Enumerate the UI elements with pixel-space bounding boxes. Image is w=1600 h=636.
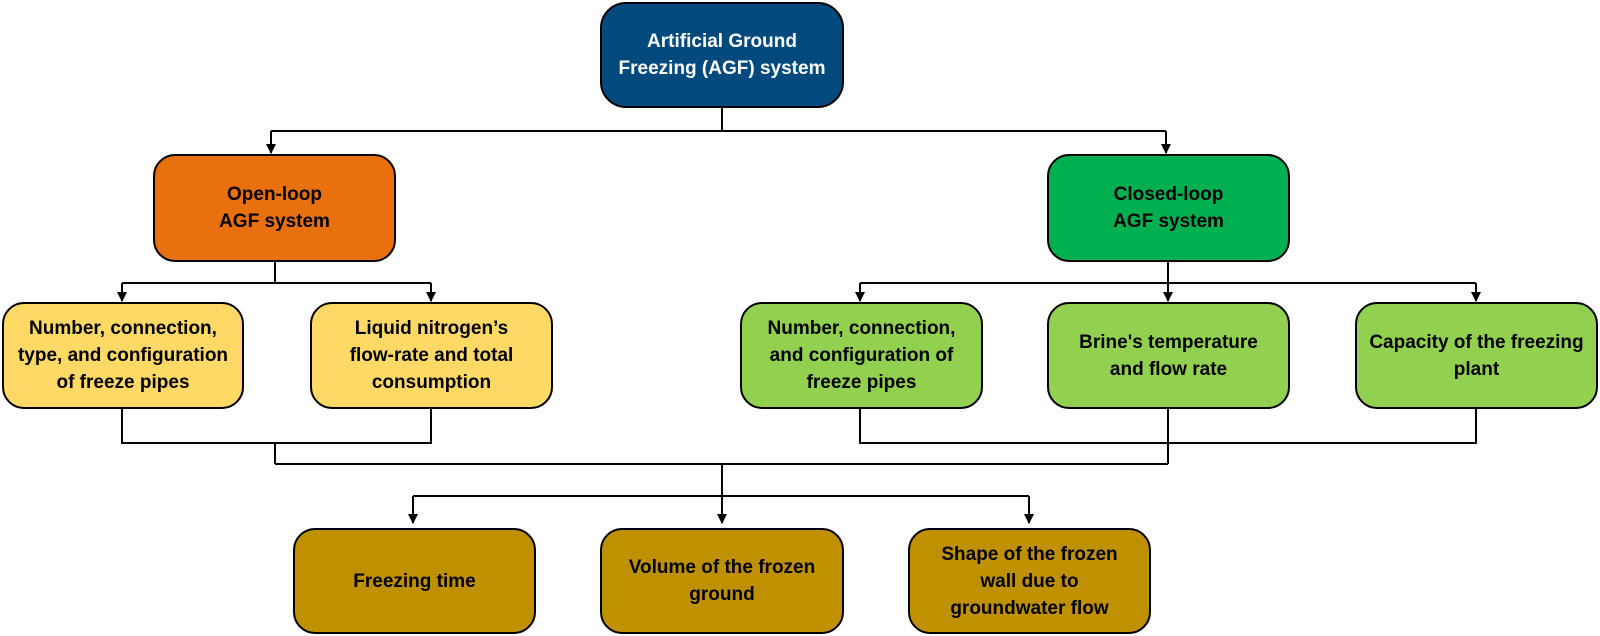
closed-loop-connector: [860, 261, 1476, 284]
root-node-agf-system: Artificial Ground Freezing (AGF) system: [600, 2, 844, 108]
closed-loop-factor-freeze-pipes: Number, connection, and configuration of…: [740, 302, 983, 409]
branch-node-closed-loop: Closed-loop AGF system: [1047, 154, 1290, 262]
open-loop-connector: [122, 261, 431, 284]
closed-loop-factor-plant-capacity: Capacity of the freezing plant: [1355, 302, 1598, 409]
open-loop-factor-liquid-nitrogen: Liquid nitrogen’s flow-rate and total co…: [310, 302, 553, 409]
outcome-frozen-volume: Volume of the frozen ground: [600, 528, 844, 634]
outcome-freezing-time: Freezing time: [293, 528, 536, 634]
open-children-merge: [121, 408, 432, 464]
branch-node-open-loop: Open-loop AGF system: [153, 154, 396, 262]
root-connector: [271, 108, 1166, 132]
closed-children-merge: [859, 408, 1477, 464]
merge-bus: [275, 463, 1168, 497]
outcome-frozen-wall-shape: Shape of the frozen wall due to groundwa…: [908, 528, 1151, 634]
closed-loop-factor-brine: Brine's temperature and flow rate: [1047, 302, 1290, 409]
open-loop-factor-freeze-pipes: Number, connection, type, and configurat…: [2, 302, 244, 409]
